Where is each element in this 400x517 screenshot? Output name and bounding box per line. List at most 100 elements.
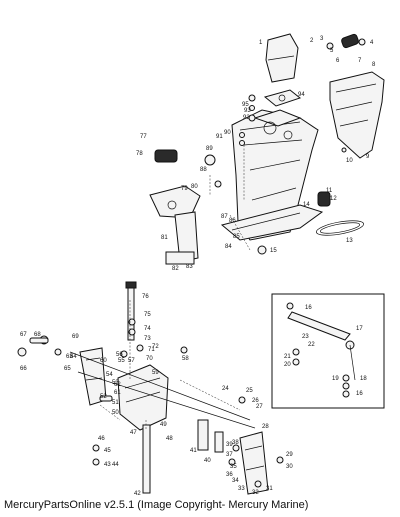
callout-37: 37 xyxy=(226,452,233,458)
callout-16-lower: 16 xyxy=(356,391,363,397)
callout-12: 12 xyxy=(330,196,337,202)
callout-18: 18 xyxy=(360,376,367,382)
gasket-ring[interactable] xyxy=(315,218,365,238)
callout-29: 29 xyxy=(286,452,293,458)
callout-20: 20 xyxy=(284,362,291,368)
callout-16-upper: 16 xyxy=(305,305,312,311)
callout-22: 22 xyxy=(308,342,315,348)
clamp-bracket-right[interactable] xyxy=(239,431,269,495)
callout-41: 41 xyxy=(190,448,197,454)
callout-5: 5 xyxy=(330,48,334,54)
callout-67: 67 xyxy=(20,332,27,338)
callout-52: 52 xyxy=(100,394,107,400)
callout-40: 40 xyxy=(204,458,211,464)
callout-54: 54 xyxy=(106,372,113,378)
callout-90: 90 xyxy=(224,130,231,136)
callout-4: 4 xyxy=(370,40,374,46)
callout-24: 24 xyxy=(222,386,229,392)
callout-23: 23 xyxy=(302,334,309,340)
callout-80: 80 xyxy=(191,184,198,190)
callout-82: 82 xyxy=(172,266,179,272)
callout-65: 65 xyxy=(64,366,71,372)
water-tube-fitting[interactable] xyxy=(326,33,366,50)
callout-43: 43 xyxy=(104,462,111,468)
side-cowl-panel[interactable] xyxy=(329,71,385,159)
callout-84: 84 xyxy=(225,244,232,250)
callout-88: 88 xyxy=(200,167,207,173)
pivot-pin-vertical[interactable] xyxy=(142,424,151,494)
callout-17: 17 xyxy=(356,326,363,332)
callout-61: 61 xyxy=(114,390,121,396)
callout-69: 69 xyxy=(72,334,79,340)
callout-86: 86 xyxy=(229,218,236,224)
callout-44: 44 xyxy=(112,462,119,468)
callout-77: 77 xyxy=(140,134,147,140)
callout-3: 3 xyxy=(320,36,324,42)
callout-34: 34 xyxy=(232,478,239,484)
callout-50: 50 xyxy=(112,410,119,416)
callout-91: 91 xyxy=(216,134,223,140)
callout-63: 63 xyxy=(66,354,73,360)
callout-6: 6 xyxy=(336,58,340,64)
callout-83: 83 xyxy=(186,264,193,270)
callout-2: 2 xyxy=(310,38,314,44)
callout-92: 92 xyxy=(243,115,250,121)
callout-49: 49 xyxy=(160,422,167,428)
callout-1: 1 xyxy=(259,40,263,46)
callout-28: 28 xyxy=(262,424,269,430)
callout-79: 79 xyxy=(181,186,188,192)
swivel-bracket[interactable] xyxy=(117,364,169,431)
adapter-plate[interactable] xyxy=(263,89,302,107)
footer-caption: MercuryPartsOnline v2.5.1 (Image Copyrig… xyxy=(4,499,309,511)
support-column[interactable] xyxy=(165,211,199,265)
mount-bracket-left[interactable] xyxy=(149,149,201,219)
tilt-lock-rod[interactable] xyxy=(125,281,137,341)
callout-85: 85 xyxy=(233,234,240,240)
callout-13: 13 xyxy=(346,238,353,244)
callout-9: 9 xyxy=(366,154,370,160)
callout-75: 75 xyxy=(144,312,151,318)
callout-95: 95 xyxy=(242,102,249,108)
callout-93: 93 xyxy=(244,108,251,114)
callout-27: 27 xyxy=(256,404,263,410)
callout-66: 66 xyxy=(20,366,27,372)
callout-10: 10 xyxy=(346,158,353,164)
callout-59: 59 xyxy=(152,370,159,376)
callout-68: 68 xyxy=(34,332,41,338)
callout-42: 42 xyxy=(134,491,141,495)
callout-26: 26 xyxy=(252,398,259,404)
hardware-fasteners xyxy=(17,94,347,488)
callout-35: 35 xyxy=(230,464,237,470)
cavitation-plate[interactable] xyxy=(220,204,324,241)
callout-74: 74 xyxy=(144,326,151,332)
callout-62: 62 xyxy=(114,382,121,388)
callout-70: 70 xyxy=(146,356,153,362)
callout-39: 39 xyxy=(226,442,233,448)
callout-46: 46 xyxy=(98,436,105,442)
callout-8: 8 xyxy=(372,62,376,68)
callout-71: 71 xyxy=(148,347,155,353)
callout-7: 7 xyxy=(358,58,362,64)
callout-78: 78 xyxy=(136,151,143,157)
callout-48: 48 xyxy=(166,436,173,442)
callout-73: 73 xyxy=(144,336,151,342)
callout-38: 38 xyxy=(232,440,239,446)
exhaust-tube[interactable] xyxy=(265,33,299,83)
callout-19: 19 xyxy=(332,376,339,382)
trim-pin[interactable] xyxy=(197,419,224,453)
callout-36: 36 xyxy=(226,472,233,478)
callout-58: 58 xyxy=(182,356,189,362)
callout-21: 21 xyxy=(284,354,291,360)
steering-link-inset[interactable] xyxy=(271,293,385,409)
leader-lines xyxy=(99,145,251,430)
callout-55: 55 xyxy=(118,358,125,364)
callout-81: 81 xyxy=(161,235,168,241)
callout-72: 72 xyxy=(152,344,159,350)
callout-57: 57 xyxy=(128,358,135,364)
callout-15: 15 xyxy=(270,248,277,254)
callout-53: 53 xyxy=(112,380,119,386)
callout-33: 33 xyxy=(238,486,245,492)
callout-31: 31 xyxy=(266,486,273,492)
rubber-mount[interactable] xyxy=(317,191,331,207)
tilt-tube[interactable] xyxy=(69,351,256,429)
